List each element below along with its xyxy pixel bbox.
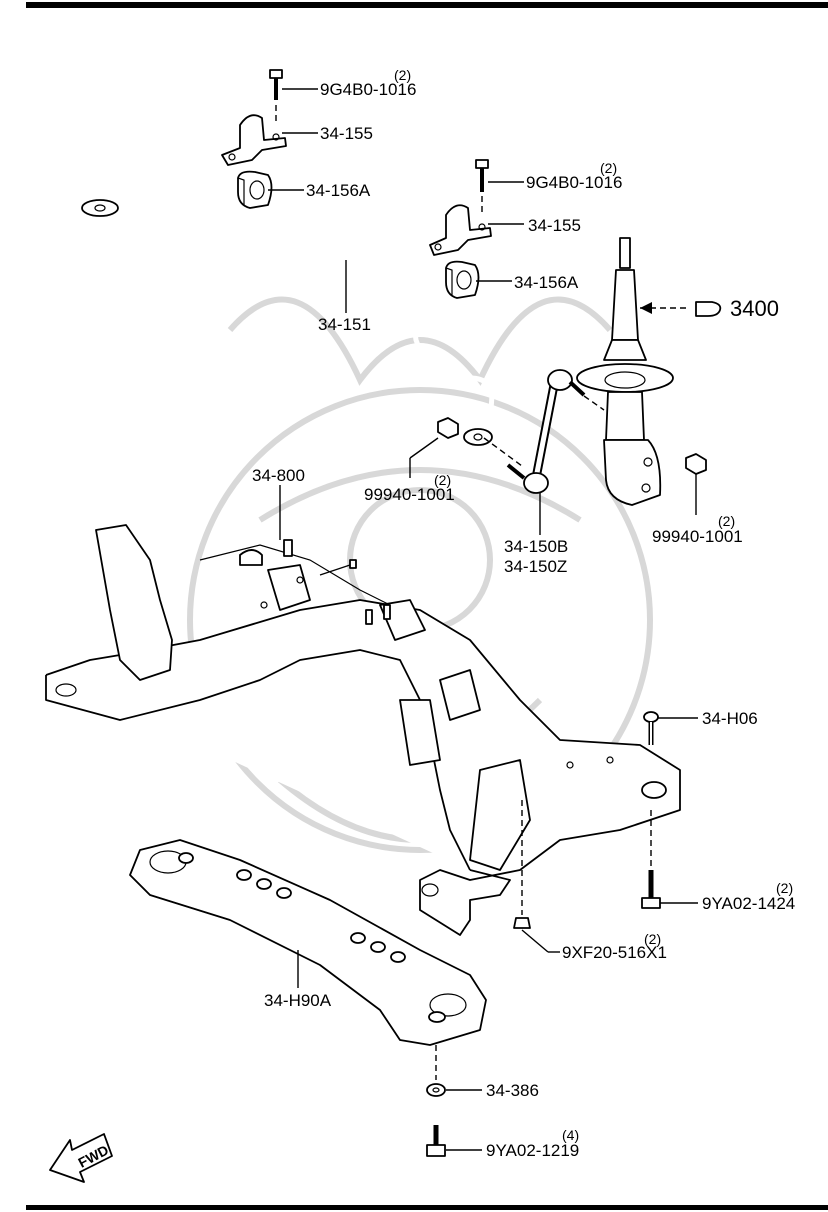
quantity: (2) <box>434 472 451 488</box>
label-washer: 34-386 <box>486 1081 539 1100</box>
nut-strut <box>685 453 707 475</box>
bracket-left <box>221 114 287 166</box>
label-nut-stab: 99940-1001 (2) <box>364 472 455 504</box>
quantity: (2) <box>718 513 735 529</box>
clip-516 <box>513 917 531 929</box>
bolt-top-right <box>475 159 489 192</box>
bracket-right <box>429 204 492 256</box>
part-number: 99940-1001 <box>364 485 455 504</box>
label-bracket-left: 34-155 <box>320 124 373 143</box>
part-number: 99940-1001 <box>652 527 743 546</box>
label-strut: 3400 <box>730 296 779 321</box>
label-clip-516: 9XF20-516X1 (2) <box>562 931 667 962</box>
label-stabilizer-bar: 34-151 <box>318 315 371 334</box>
brace <box>129 839 487 1046</box>
stabilizer-link <box>506 369 586 494</box>
label-link-b: 34-150B <box>504 537 568 556</box>
bolt-top-left <box>269 69 283 100</box>
stabilizer-bar <box>81 199 495 446</box>
part-number: 9G4B0-1016 <box>526 173 622 192</box>
label-bushing-left: 34-156A <box>306 181 371 200</box>
washer <box>426 1083 446 1097</box>
part-number: 9XF20-516X1 <box>562 943 667 962</box>
strut-assembly <box>576 237 674 506</box>
label-bolt-top-right: 9G4B0-1016 (2) <box>526 160 622 192</box>
bushing-left <box>237 170 273 209</box>
bushing-right <box>445 260 480 299</box>
nut-stab <box>437 417 459 439</box>
bottom-border <box>26 1205 828 1210</box>
pointing-hand-icon <box>695 301 722 317</box>
label-bolt-1424: 9YA02-1424 (2) <box>702 880 795 913</box>
quantity: (4) <box>562 1127 579 1143</box>
label-brace: 34-H90A <box>264 991 332 1010</box>
bolt-h06 <box>643 711 659 745</box>
bolt-1219 <box>426 1125 446 1157</box>
quantity: (2) <box>600 160 617 176</box>
quantity: (2) <box>394 67 411 83</box>
top-border <box>26 2 828 8</box>
label-crossmember: 34-800 <box>252 466 305 485</box>
bolt-1424 <box>641 870 661 909</box>
part-number: 9YA02-1219 <box>486 1141 579 1160</box>
label-bolt-h06: 34-H06 <box>702 709 758 728</box>
quantity: (2) <box>776 880 793 896</box>
label-bolt-1219: 9YA02-1219 (4) <box>486 1127 579 1160</box>
label-link-z: 34-150Z <box>504 557 567 576</box>
part-number: 9G4B0-1016 <box>320 80 416 99</box>
part-number: 9YA02-1424 <box>702 894 795 913</box>
label-nut-strut: 99940-1001 (2) <box>652 513 743 546</box>
quantity: (2) <box>644 931 661 947</box>
fwd-arrow-icon: FWD <box>49 1133 113 1183</box>
label-bushing-right: 34-156A <box>514 273 579 292</box>
label-bolt-top-left: 9G4B0-1016 (2) <box>320 67 416 99</box>
label-bracket-right: 34-155 <box>528 216 581 235</box>
